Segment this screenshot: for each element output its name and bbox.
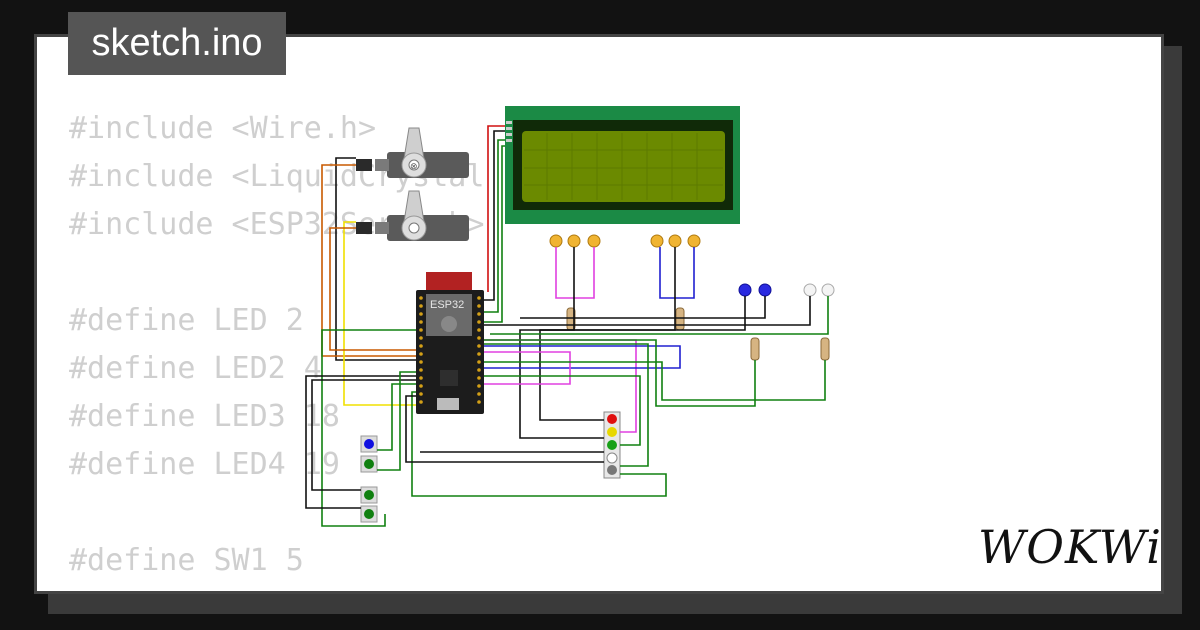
code-line: #define LED3 18 (69, 399, 340, 434)
servo-motor-1[interactable]: ⊗ (356, 127, 469, 178)
esp32-board[interactable]: ESP32 (416, 272, 484, 414)
led-group-blue[interactable] (738, 283, 772, 297)
traffic-light-module[interactable] (603, 411, 621, 479)
code-line: #include <Wire.h> (69, 111, 377, 146)
code-line: #define LED2 4 (69, 351, 322, 386)
led-group-white[interactable] (803, 283, 835, 297)
code-line: #define LED4 19 (69, 447, 340, 482)
code-line: #define LED 2 (69, 303, 304, 338)
lcd-display[interactable] (505, 106, 740, 224)
servo-motor-2[interactable] (356, 190, 469, 241)
led-group-yellow[interactable] (549, 234, 701, 248)
svg-text:⊗: ⊗ (410, 162, 418, 172)
code-line: #define SW1 5 (69, 543, 304, 578)
push-buttons[interactable] (360, 435, 378, 523)
wires (305, 125, 829, 527)
board-label: ESP32 (430, 299, 464, 311)
wokwi-logo: WOKWi (978, 520, 1162, 574)
file-name-tab[interactable]: sketch.ino (68, 12, 286, 75)
